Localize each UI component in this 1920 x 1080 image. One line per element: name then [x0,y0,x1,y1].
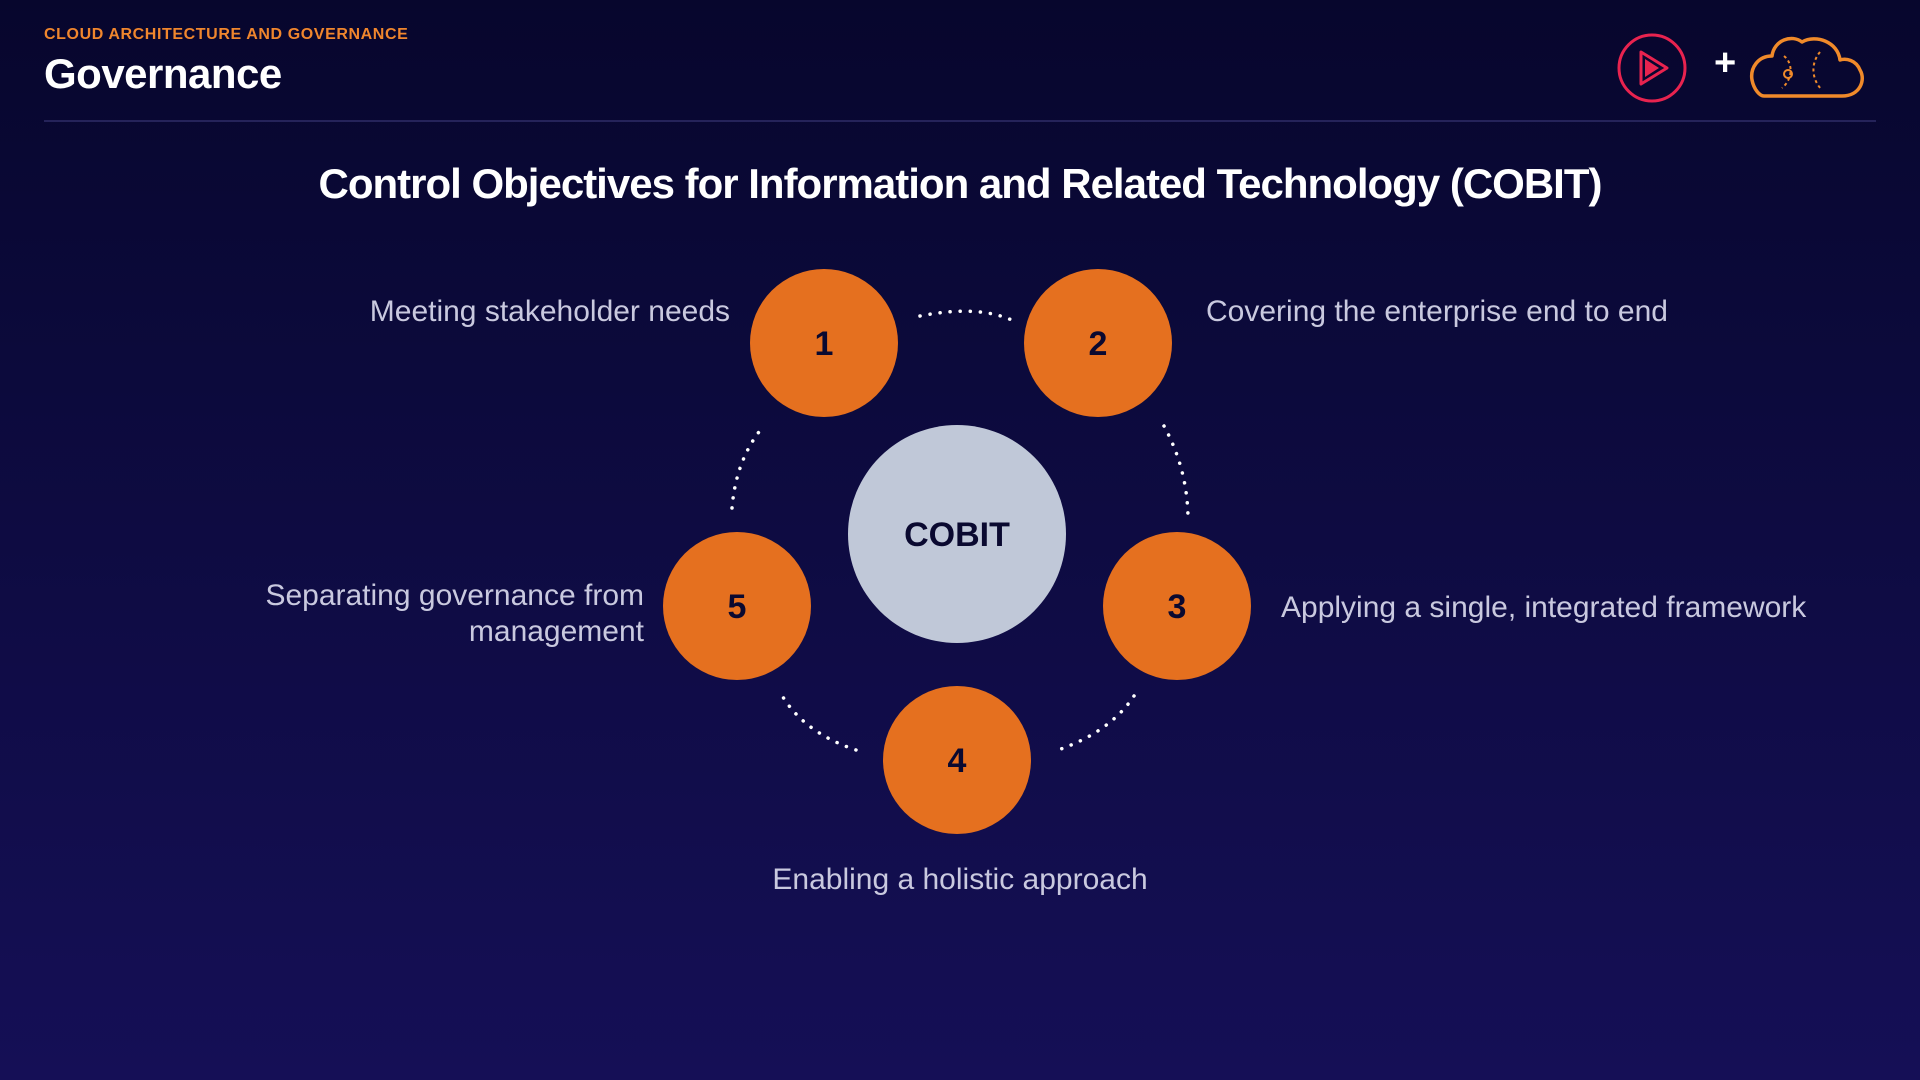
node-5: 5 [663,532,811,680]
node-3-label: Applying a single, integrated framework [1281,591,1807,624]
header-divider [44,120,1876,122]
node-2: 2 [1024,269,1172,417]
connector-1-2 [918,309,1018,324]
connector-5-1 [730,426,764,510]
node-1-label: Meeting stakeholder needs [369,295,730,328]
connector-2-3 [1162,424,1190,522]
node-5-number: 5 [728,588,747,626]
node-2-label: Covering the enterprise end to end [1206,295,1668,328]
slide-title: Control Objectives for Information and R… [318,160,1603,207]
section-title: Governance [44,50,282,97]
play-circle-icon [1617,33,1687,103]
center-label: COBIT [904,516,1010,554]
node-5-label-line-1: Separating governance from [265,579,644,612]
course-eyebrow: CLOUD ARCHITECTURE AND GOVERNANCE [44,26,409,43]
node-4-number: 4 [948,742,967,780]
node-3: 3 [1103,532,1251,680]
header: CLOUD ARCHITECTURE AND GOVERNANCE Govern… [44,26,408,98]
connector-3-4 [1056,694,1136,752]
center-node: COBIT [848,425,1066,643]
node-4-label: Enabling a holistic approach [772,863,1148,896]
node-1-number: 1 [815,325,834,363]
node-5-label-line-2: management [468,615,644,648]
node-1: 1 [750,269,898,417]
connector-arcs [730,309,1190,752]
node-2-number: 2 [1089,325,1108,363]
node-3-number: 3 [1168,588,1187,626]
node-5-label: Separating governance from management [265,578,644,650]
logo-icons [1617,33,1864,103]
logo-group: + [1616,28,1876,108]
node-4: 4 [883,686,1031,834]
connector-4-5 [778,690,858,752]
plus-sign: + [1714,42,1737,84]
cloud-icon [1749,36,1864,98]
